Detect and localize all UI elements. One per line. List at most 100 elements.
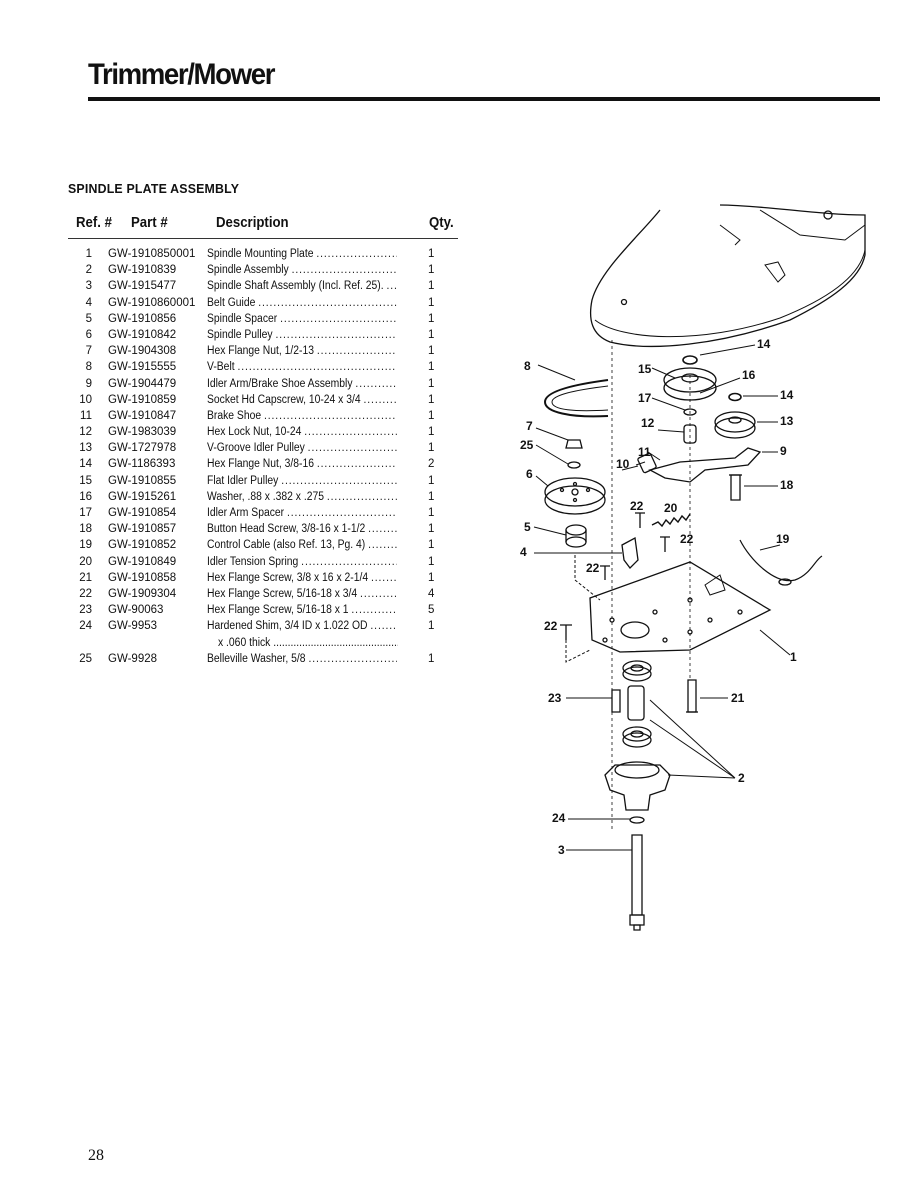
table-row: 1 GW-1910850001 Spindle Mounting Plate ...… bbox=[68, 246, 458, 262]
part-description: Washer, .88 x .382 x .275 ..............… bbox=[207, 490, 397, 503]
callout-label: 20 bbox=[664, 501, 678, 515]
ref-number: 3 bbox=[85, 280, 92, 293]
table-row: 21 GW-1910858 Hex Flange Screw, 3/8 x 16 x… bbox=[68, 570, 458, 586]
ref-number: 22 bbox=[79, 587, 92, 600]
part-number: GW-1910850001 bbox=[108, 248, 196, 260]
quantity: 1 bbox=[428, 507, 435, 519]
part-number: GW-1910858 bbox=[108, 571, 177, 584]
quantity: 1 bbox=[428, 490, 435, 503]
quantity: 1 bbox=[428, 248, 435, 260]
part-number: GW-1910847 bbox=[108, 409, 177, 422]
header-qty: Qty. bbox=[429, 214, 454, 231]
callout-label: 21 bbox=[731, 691, 745, 705]
ref-number: 13 bbox=[79, 442, 92, 455]
ref-number: 24 bbox=[79, 620, 92, 633]
part-number: GW-9953 bbox=[108, 620, 158, 633]
quantity: 1 bbox=[428, 377, 435, 390]
part-description: Flat Idler Pulley ......................… bbox=[207, 474, 397, 487]
part-number: GW-1915261 bbox=[108, 490, 177, 503]
part-number: GW-90063 bbox=[108, 604, 164, 617]
ref-number: 2 bbox=[85, 264, 92, 277]
part-description: Spindle Shaft Assembly (Incl. Ref. 25). … bbox=[207, 280, 397, 293]
part-number: GW-1186393 bbox=[108, 458, 176, 471]
quantity: 1 bbox=[428, 555, 435, 568]
spindle-plate-exploded-diagram: 1415168171413127251191061822205221942222… bbox=[520, 204, 866, 931]
ref-number: 25 bbox=[79, 652, 92, 665]
table-header: Ref. # Part # Description Qty. bbox=[68, 212, 458, 239]
quantity: 1 bbox=[428, 474, 435, 487]
part-description: Spindle Pulley .........................… bbox=[207, 328, 397, 341]
ref-number: 20 bbox=[79, 555, 92, 568]
section-title: SPINDLE PLATE ASSEMBLY bbox=[68, 181, 240, 196]
spindle-mounting-plate bbox=[589, 561, 772, 653]
quantity: 1 bbox=[428, 393, 435, 406]
part-description: Spindle Mounting Plate .................… bbox=[207, 248, 397, 260]
callout-label: 3 bbox=[558, 843, 565, 857]
quantity: 1 bbox=[428, 280, 435, 293]
ref-number: 21 bbox=[79, 571, 92, 584]
callout-label: 10 bbox=[616, 457, 630, 471]
callout-label: 2 bbox=[738, 771, 745, 785]
flat-idler-pulley bbox=[663, 367, 717, 393]
part-description: Idler Tension Spring ...................… bbox=[207, 555, 397, 568]
callout-label: 22 bbox=[586, 561, 600, 575]
part-description: Hex Flange Screw, 3/8 x 16 x 2-1/4 .....… bbox=[207, 571, 397, 584]
part-description: Idler Arm/Brake Shoe Assembly ..........… bbox=[207, 377, 397, 390]
table-row: 4 GW-1910860001 Belt Guide ...............… bbox=[68, 295, 458, 311]
part-number: GW-1910849 bbox=[108, 555, 177, 568]
part-number: GW-1910852 bbox=[108, 539, 177, 552]
callout-label: 17 bbox=[638, 391, 652, 405]
ref-number: 4 bbox=[85, 296, 92, 309]
part-number: GW-1910842 bbox=[108, 328, 177, 341]
part-description: Hardened Shim, 3/4 ID x 1.022 OD .......… bbox=[207, 620, 397, 633]
quantity: 1 bbox=[428, 264, 435, 277]
ref-number: 9 bbox=[85, 377, 92, 390]
part-description-continued: x .060 thick ...........................… bbox=[218, 636, 398, 649]
part-number: GW-1983039 bbox=[108, 426, 177, 439]
callout-label: 12 bbox=[641, 416, 655, 430]
quantity: 1 bbox=[428, 345, 435, 358]
ref-number: 17 bbox=[79, 507, 92, 519]
part-description: Belt Guide .............................… bbox=[207, 296, 397, 309]
part-description: Control Cable (also Ref. 13, Pg. 4) ....… bbox=[207, 539, 397, 552]
part-description: Hex Lock Nut, 10-24 ....................… bbox=[207, 426, 397, 439]
callout-label: 19 bbox=[776, 532, 790, 546]
v-groove-idler-pulley bbox=[714, 411, 756, 433]
part-number: GW-1910855 bbox=[108, 474, 177, 487]
callout-label: 22 bbox=[544, 619, 558, 633]
ref-number: 14 bbox=[79, 458, 92, 471]
callout-label: 5 bbox=[524, 520, 531, 534]
callout-label: 9 bbox=[780, 444, 787, 458]
quantity: 2 bbox=[428, 458, 435, 471]
quantity: 1 bbox=[428, 328, 435, 341]
part-number: GW-1909304 bbox=[108, 587, 177, 600]
quantity: 5 bbox=[428, 604, 435, 617]
part-number: GW-1910860001 bbox=[108, 296, 196, 309]
part-description: Spindle Spacer .........................… bbox=[207, 312, 397, 325]
callout-label: 7 bbox=[526, 419, 533, 433]
belt-guide bbox=[621, 536, 639, 569]
callout-label: 8 bbox=[524, 359, 531, 373]
callout-label: 24 bbox=[552, 811, 566, 825]
title-rule bbox=[88, 97, 880, 101]
part-number: GW-1915555 bbox=[108, 361, 177, 374]
part-number: GW-1910839 bbox=[108, 264, 177, 277]
parts-table: 1 GW-1910850001 Spindle Mounting Plate ...… bbox=[68, 246, 458, 667]
part-number: GW-1910857 bbox=[108, 523, 177, 536]
spindle-housing bbox=[604, 764, 671, 811]
ref-number: 1 bbox=[85, 248, 92, 260]
part-description: Socket Hd Capscrew, 10-24 x 3/4 ........… bbox=[207, 393, 397, 406]
quantity: 4 bbox=[428, 587, 435, 600]
